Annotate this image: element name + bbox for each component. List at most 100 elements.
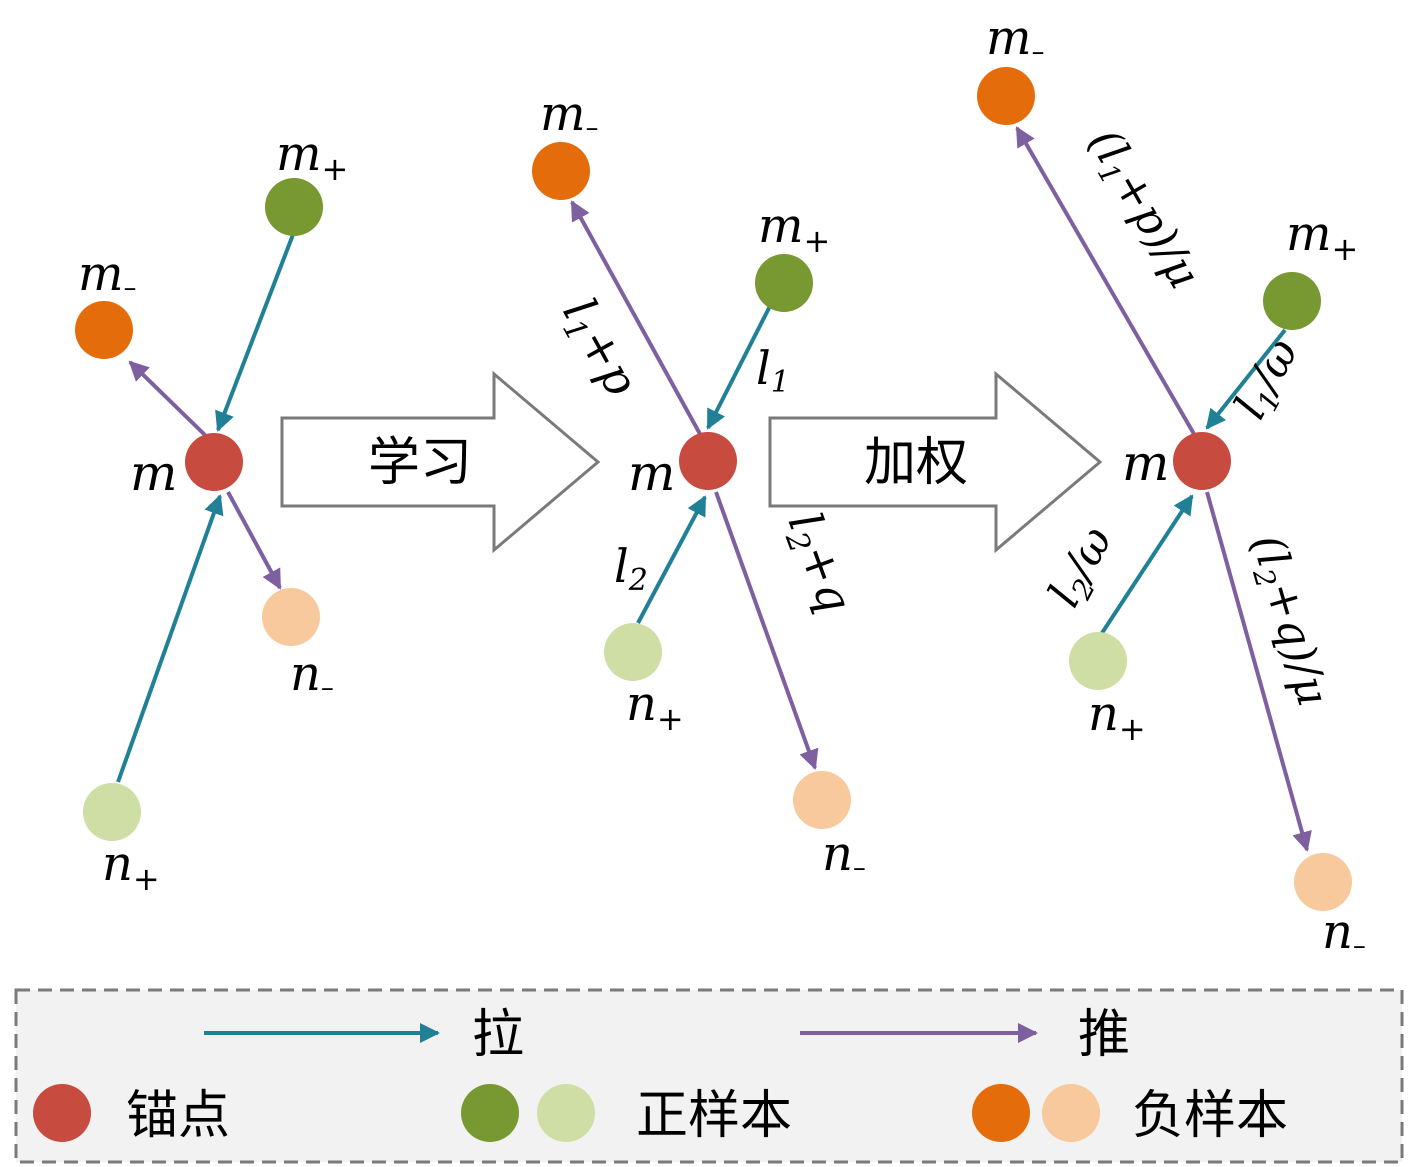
svg-text:m+: m+ xyxy=(1286,206,1358,268)
node-npos-3 xyxy=(1069,632,1127,690)
label-nneg-2-sub: – xyxy=(853,853,866,883)
label-mpos-3-sub: + xyxy=(1332,230,1359,268)
panel-2: m– m+ m n+ n– l1 l2 l1+p l2+q xyxy=(532,86,866,883)
label-mneg-2: m xyxy=(540,86,586,142)
svg-text:m–: m– xyxy=(540,86,599,143)
edge-label-l2-w-rest: /ω xyxy=(1052,518,1123,590)
node-mpos-3 xyxy=(1263,272,1321,330)
edge-label-l2-sub: 2 xyxy=(628,563,648,598)
label-npos-2: n xyxy=(626,676,657,732)
node-mneg-2 xyxy=(532,142,590,200)
label-mpos-3: m xyxy=(1286,206,1332,262)
label-mneg-2-sub: – xyxy=(586,113,599,143)
push-arrow-mneg-3 xyxy=(1015,126,1196,436)
label-nneg-sub: – xyxy=(321,673,334,703)
legend-push-label: 推 xyxy=(1078,1005,1130,1065)
node-mpos xyxy=(265,178,323,236)
svg-text:l1/ω: l1/ω xyxy=(1225,330,1312,429)
svg-text:n–: n– xyxy=(822,826,866,883)
node-anchor-3 xyxy=(1173,432,1231,490)
push-arrow-nneg-2 xyxy=(714,491,819,770)
node-nneg xyxy=(262,588,320,646)
svg-text:m–: m– xyxy=(78,246,137,303)
svg-text:n+: n+ xyxy=(102,836,160,898)
label-nneg-2: n xyxy=(822,826,853,882)
pull-arrow-npos-2 xyxy=(636,495,707,624)
label-npos-2-sub: + xyxy=(657,700,684,738)
legend-box xyxy=(14,988,1404,1164)
svg-text:n–: n– xyxy=(1322,904,1366,961)
svg-text:l1: l1 xyxy=(756,341,790,400)
step-label-learn: 学习 xyxy=(368,433,472,493)
node-anchor xyxy=(185,433,243,491)
node-anchor-2 xyxy=(679,432,737,490)
label-npos-3-sub: + xyxy=(1119,710,1146,748)
legend-pos-dark-dot xyxy=(461,1084,519,1142)
push-arrow-mneg xyxy=(128,360,208,438)
legend-anchor-label: 锚点 xyxy=(126,1086,230,1146)
edge-label-l2: l xyxy=(614,539,629,593)
legend-pull-label: 拉 xyxy=(472,1005,524,1065)
edge-label-l1: l xyxy=(756,341,771,395)
pull-arrow-npos-3 xyxy=(1100,494,1194,635)
label-mneg: m xyxy=(78,246,124,302)
legend: 拉 推 锚点 正样本 负样本 xyxy=(14,988,1404,1164)
label-anchor-3: m xyxy=(1122,434,1169,492)
svg-text:m+: m+ xyxy=(758,198,830,260)
pull-arrow-npos xyxy=(116,494,224,783)
node-mneg xyxy=(75,301,133,359)
svg-text:m–: m– xyxy=(986,10,1045,67)
svg-text:n–: n– xyxy=(290,646,334,703)
pull-arrow-mpos xyxy=(215,231,296,432)
legend-negative-label: 负样本 xyxy=(1132,1086,1288,1146)
step-label-weight: 加权 xyxy=(864,433,968,493)
push-arrow-nneg xyxy=(226,491,282,590)
edge-label-l2q-mu-rest: +q)/μ xyxy=(1255,576,1339,711)
label-mneg-sub: – xyxy=(124,273,137,303)
node-npos xyxy=(83,783,141,841)
node-npos-2 xyxy=(604,623,662,681)
svg-text:l1+p: l1+p xyxy=(548,289,649,407)
node-mneg-3 xyxy=(977,67,1035,125)
svg-text:m+: m+ xyxy=(276,126,348,188)
label-nneg-3: n xyxy=(1322,904,1353,960)
push-arrow-nneg-3 xyxy=(1205,491,1312,852)
svg-text:n+: n+ xyxy=(1088,686,1146,748)
label-mpos: m xyxy=(276,126,322,182)
node-nneg-2 xyxy=(793,771,851,829)
step-arrow-weight: 加权 xyxy=(768,370,1103,554)
svg-text:n+: n+ xyxy=(626,676,684,738)
label-nneg: n xyxy=(290,646,321,702)
label-mneg-3-sub: – xyxy=(1032,37,1045,67)
node-mpos-2 xyxy=(755,254,813,312)
panel-1: m+ m– m n– n+ xyxy=(75,126,348,898)
label-mpos-sub: + xyxy=(322,150,349,188)
label-npos-3: n xyxy=(1088,686,1119,742)
node-nneg-3 xyxy=(1294,853,1352,911)
edge-label-l1-w-rest: /ω xyxy=(1238,330,1309,402)
label-mpos-2-sub: + xyxy=(804,222,831,260)
label-npos-sub: + xyxy=(133,860,160,898)
edge-label-l1-sub: 1 xyxy=(771,365,790,400)
svg-text:(l1+p)/μ: (l1+p)/μ xyxy=(1075,120,1210,299)
label-anchor: m xyxy=(130,444,177,502)
legend-anchor-dot xyxy=(33,1084,91,1142)
label-nneg-3-sub: – xyxy=(1353,931,1366,961)
legend-pos-light-dot xyxy=(537,1084,595,1142)
pull-arrow-mpos-3 xyxy=(1205,328,1287,430)
svg-text:(l2+q)/μ: (l2+q)/μ xyxy=(1238,529,1339,712)
svg-text:l2/ω: l2/ω xyxy=(1039,518,1126,617)
push-arrow-mneg-2 xyxy=(570,200,702,435)
label-mneg-3: m xyxy=(986,10,1032,66)
legend-positive-label: 正样本 xyxy=(636,1086,792,1146)
step-arrow-learn: 学习 xyxy=(280,370,601,554)
pull-arrow-mpos-2 xyxy=(706,305,772,430)
label-npos: n xyxy=(102,836,133,892)
legend-neg-light-dot xyxy=(1042,1084,1100,1142)
legend-neg-dark-dot xyxy=(972,1084,1030,1142)
edge-label-l1p-mu-rest: +p)/μ xyxy=(1103,163,1210,297)
svg-text:l2+q: l2+q xyxy=(773,505,863,621)
svg-text:l2: l2 xyxy=(614,539,648,598)
label-mpos-2: m xyxy=(758,198,804,254)
